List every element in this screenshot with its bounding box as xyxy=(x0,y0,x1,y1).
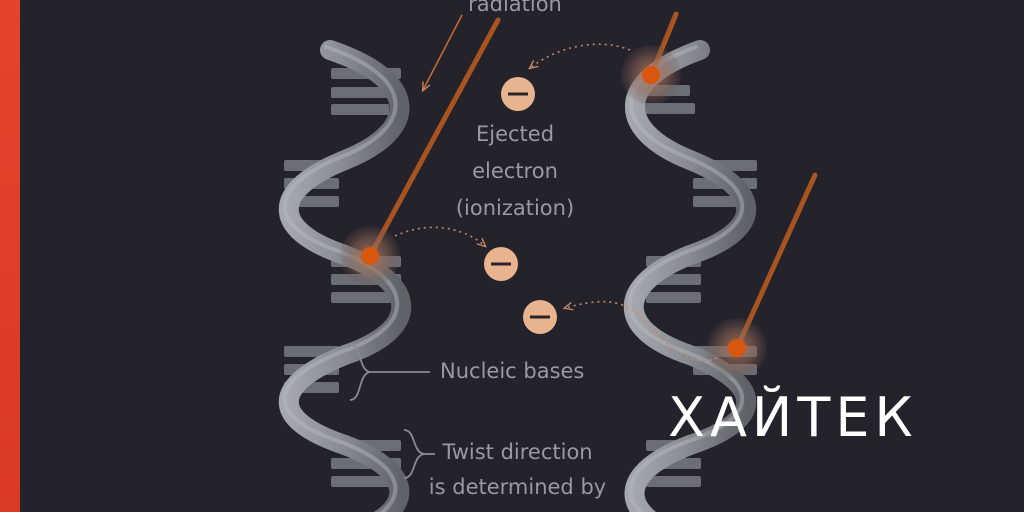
ejected-electron-label: Ejected electron (ionization) xyxy=(420,116,610,227)
brand-accent-bar xyxy=(0,0,20,512)
brand-logo: ХАЙТЕК xyxy=(668,386,918,449)
ejected-label-line-2: electron xyxy=(472,159,558,183)
radiation-ray-3 xyxy=(734,172,818,351)
ionization-hits xyxy=(340,45,767,378)
twist-label-line-2: is determined by xyxy=(428,475,607,499)
electron-paths xyxy=(394,43,718,362)
ejected-label-line-3: (ionization) xyxy=(455,196,575,220)
electron xyxy=(523,300,557,334)
electron xyxy=(501,77,535,111)
electron-path-2 xyxy=(394,226,485,246)
electron-path-3 xyxy=(565,300,718,362)
electron xyxy=(484,247,518,281)
twist-direction-label: Twist direction is determined by xyxy=(400,435,635,505)
ionization-hit-icon xyxy=(340,226,400,286)
helix-strand-left xyxy=(278,40,411,512)
radiation-ray-1 xyxy=(367,17,501,259)
radiation-label: radiation xyxy=(468,0,562,16)
nucleic-bases-label: Nucleic bases xyxy=(440,359,585,383)
helix-strand-right xyxy=(624,40,757,512)
radiation-indicator-arrow xyxy=(423,14,463,90)
ejected-electrons xyxy=(484,77,557,334)
ionization-hit-icon xyxy=(707,318,767,378)
electron-path-1 xyxy=(530,43,631,68)
ejected-label-line-1: Ejected xyxy=(475,122,555,146)
twist-label-line-1: Twist direction xyxy=(442,440,593,464)
ionization-hit-icon xyxy=(621,45,681,105)
callout-brackets xyxy=(349,343,435,479)
